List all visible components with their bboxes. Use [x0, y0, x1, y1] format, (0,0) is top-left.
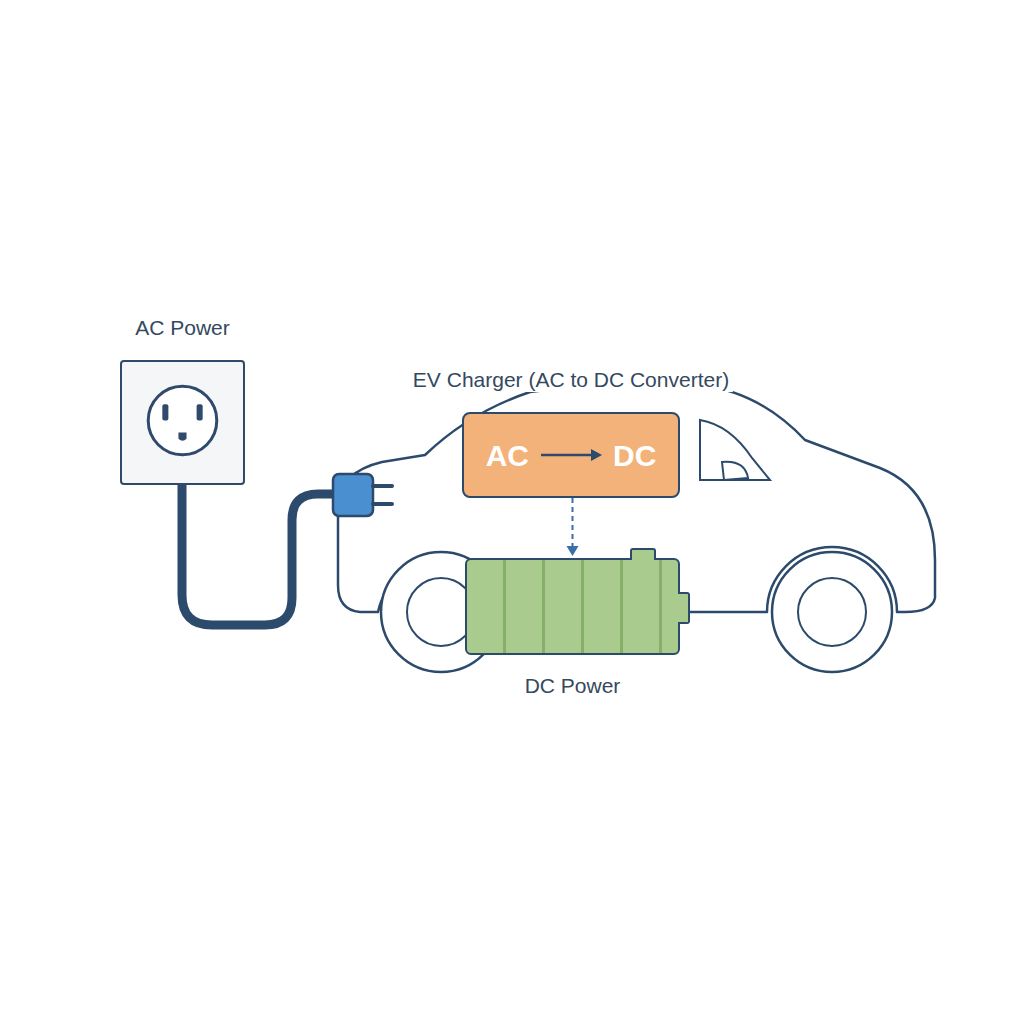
heading-label: EV Charger (AC to DC Converter) — [409, 367, 733, 392]
plug-body — [333, 474, 373, 516]
battery-terminal — [630, 548, 656, 560]
converter-text: DC — [613, 439, 656, 472]
rear-hub — [798, 578, 866, 646]
plug-prong — [373, 502, 392, 506]
arrow-head — [591, 449, 602, 461]
rear-wheel — [772, 552, 892, 672]
mirror — [722, 462, 748, 480]
outlet-rim — [148, 386, 217, 455]
heading-label: AC Power — [131, 315, 234, 340]
converter-text: AC — [486, 439, 529, 472]
outlet-ground — [178, 433, 186, 441]
converter-box: EV Charger (AC to DC Converter)ACDC — [462, 412, 680, 498]
outlet-slot — [197, 404, 203, 420]
plug-prong — [373, 484, 392, 488]
arrow-head — [567, 546, 579, 556]
dashed-connector — [567, 498, 579, 556]
battery-pack: DC Power — [465, 558, 680, 655]
conversion-arrow — [539, 445, 603, 465]
arrow-shaft — [541, 454, 593, 457]
battery-terminal — [678, 592, 690, 624]
outlet-slot — [162, 404, 168, 420]
outlet-face — [122, 362, 243, 483]
power-outlet: AC Power — [120, 360, 245, 485]
heading-label: DC Power — [521, 673, 625, 698]
connector-line — [572, 498, 574, 548]
rear-window — [700, 420, 770, 480]
